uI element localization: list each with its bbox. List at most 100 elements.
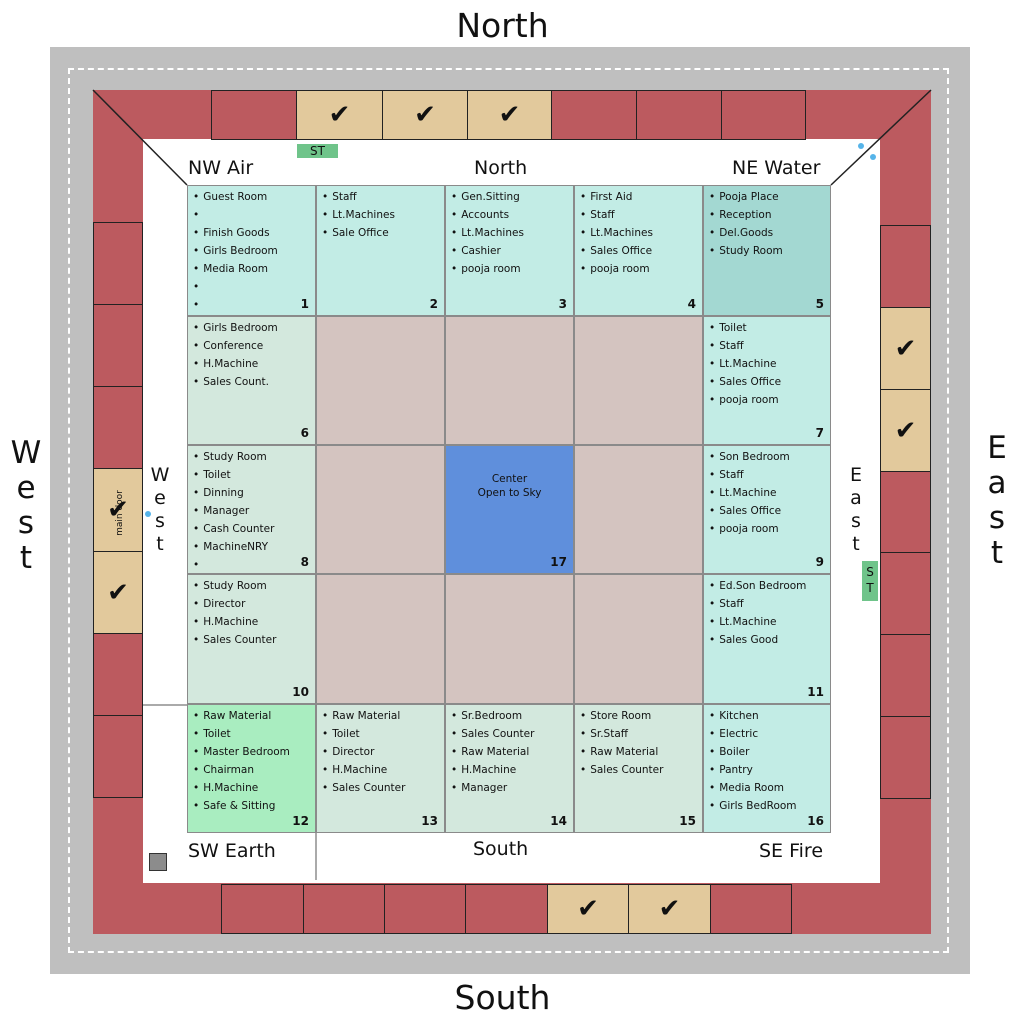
- checked-wall-segment: ✔: [93, 551, 143, 634]
- dashed-boundary: [68, 68, 949, 953]
- wall-segment: [721, 90, 806, 140]
- inner-zone-cell: [316, 445, 445, 574]
- wall-segment: [93, 222, 143, 305]
- wall-segment: [221, 884, 304, 934]
- zone-cell-6: •Girls Bedroom•Conference•H.Machine•Sale…: [187, 316, 316, 445]
- zone-ne: NE Water: [732, 157, 821, 179]
- zone-list: •Pooja Place•Reception•Del.Goods•Study R…: [704, 186, 830, 262]
- zone-number: 15: [679, 814, 696, 828]
- zone-list-item: •Del.Goods: [709, 227, 774, 239]
- zone-list-item: •: [193, 281, 200, 293]
- zone-list: •Study Room•Toilet•Dinning•Manager•Cash …: [188, 446, 315, 576]
- inner-zone-cell: [574, 574, 703, 704]
- zone-list-item: •: [193, 209, 200, 221]
- zone-list-item: •Staff: [709, 598, 744, 610]
- inner-zone-cell: [574, 316, 703, 445]
- zone-list-item: •H.Machine: [193, 782, 259, 794]
- zone-list: •Study Room•Director•H.Machine•Sales Cou…: [188, 575, 315, 651]
- zone-list-item: •Sales Count.: [193, 376, 270, 388]
- zone-number: 10: [292, 685, 309, 699]
- wall-segment: [211, 90, 297, 140]
- zone-south: South: [473, 838, 529, 860]
- zone-list-item: •Lt.Machines: [322, 209, 395, 221]
- zone-list: •First Aid•Staff•Lt.Machines•Sales Offic…: [575, 186, 702, 280]
- zone-list-item: •Safe & Sitting: [193, 800, 276, 812]
- zone-list: •Ed.Son Bedroom•Staff•Lt.Machine•Sales G…: [704, 575, 830, 651]
- wall-segment: [880, 471, 931, 553]
- zone-list: •Store Room•Sr.Staff•Raw Material•Sales …: [575, 705, 702, 781]
- checked-wall-segment: ✔: [296, 90, 383, 140]
- zone-list: •Staff•Lt.Machines•Sale Office: [317, 186, 444, 244]
- zone-list-item: •Raw Material: [322, 710, 401, 722]
- checkmark-icon: ✔: [658, 894, 681, 924]
- zone-number: 3: [558, 297, 567, 311]
- zone-list-item: •Boiler: [709, 746, 750, 758]
- zone-list-item: •Girls Bedroom: [193, 322, 278, 334]
- wall-segment: [384, 884, 466, 934]
- zone-number: 1: [300, 297, 309, 311]
- wall-segment: [636, 90, 722, 140]
- zone-list-item: •Ed.Son Bedroom: [709, 580, 807, 592]
- zone-list-item: •pooja room: [709, 523, 779, 535]
- wall-segment: [93, 386, 143, 469]
- zone-number: 5: [815, 297, 824, 311]
- zone-list-item: •Gen.Sitting: [451, 191, 520, 203]
- checkmark-icon: ✔: [894, 333, 917, 364]
- zone-number: 8: [300, 555, 309, 569]
- south-label: South: [454, 978, 551, 1017]
- water-dot: [858, 143, 864, 149]
- sw-marker: [149, 853, 167, 871]
- checkmark-icon: ✔: [107, 577, 129, 608]
- zone-cell-14: •Sr.Bedroom•Sales Counter•Raw Material•H…: [445, 704, 574, 833]
- zone-list-item: •Sr.Staff: [580, 728, 629, 740]
- zone-list-item: •pooja room: [451, 263, 521, 275]
- checked-wall-segment: ✔: [628, 884, 711, 934]
- zone-number: 17: [550, 555, 567, 569]
- zone-list: •Toilet•Staff•Lt.Machine•Sales Office•po…: [704, 317, 830, 411]
- zone-list: •Gen.Sitting•Accounts•Lt.Machines•Cashie…: [446, 186, 573, 280]
- wall-segment: [551, 90, 637, 140]
- zone-list-item: •Raw Material: [580, 746, 659, 758]
- north-label: North: [456, 6, 549, 45]
- zone-list-item: •Study Room: [193, 580, 267, 592]
- checkmark-icon: ✔: [328, 100, 351, 130]
- zone-cell-15: •Store Room•Sr.Staff•Raw Material•Sales …: [574, 704, 703, 833]
- zone-list: •Sr.Bedroom•Sales Counter•Raw Material•H…: [446, 705, 573, 799]
- zone-list-item: •Girls Bedroom: [193, 245, 278, 257]
- zone-list-item: •First Aid: [580, 191, 633, 203]
- zone-list-item: •Chairman: [193, 764, 254, 776]
- wall-segment: [465, 884, 548, 934]
- zone-cell-3: •Gen.Sitting•Accounts•Lt.Machines•Cashie…: [445, 185, 574, 316]
- zone-cell-5: •Pooja Place•Reception•Del.Goods•Study R…: [703, 185, 831, 316]
- checked-wall-segment: ✔: [467, 90, 552, 140]
- zone-list-item: •Director: [193, 598, 246, 610]
- zone-cell-1: •Guest Room••Finish Goods•Girls Bedroom•…: [187, 185, 316, 329]
- zone-list-item: •: [193, 299, 200, 311]
- zone-list-item: •pooja room: [709, 394, 779, 406]
- zone-list-item: •Staff: [709, 340, 744, 352]
- zone-list-item: •Sales Counter: [451, 728, 535, 740]
- zone-number: 7: [815, 426, 824, 440]
- zone-list-item: •Lt.Machine: [709, 616, 777, 628]
- zone-list-item: •: [193, 559, 200, 571]
- zone-list-item: •Son Bedroom: [709, 451, 790, 463]
- zone-cell-7: •Toilet•Staff•Lt.Machine•Sales Office•po…: [703, 316, 831, 445]
- zone-list-item: •H.Machine: [193, 358, 259, 370]
- wall-segment: [710, 884, 792, 934]
- zone-list-item: •Sale Office: [322, 227, 389, 239]
- checked-wall-segment: ✔: [880, 307, 931, 390]
- zone-list: •Girls Bedroom•Conference•H.Machine•Sale…: [188, 317, 315, 393]
- checkmark-icon: ✔: [894, 415, 917, 446]
- checked-wall-segment: ✔: [382, 90, 468, 140]
- zone-list-item: •Cash Counter: [193, 523, 275, 535]
- zone-list-item: •Manager: [451, 782, 508, 794]
- zone-list-item: •Sales Office: [580, 245, 653, 257]
- zone-list-item: •Kitchen: [709, 710, 759, 722]
- zone-number: 9: [815, 555, 824, 569]
- zone-number: 11: [807, 685, 824, 699]
- wall-segment: [93, 304, 143, 387]
